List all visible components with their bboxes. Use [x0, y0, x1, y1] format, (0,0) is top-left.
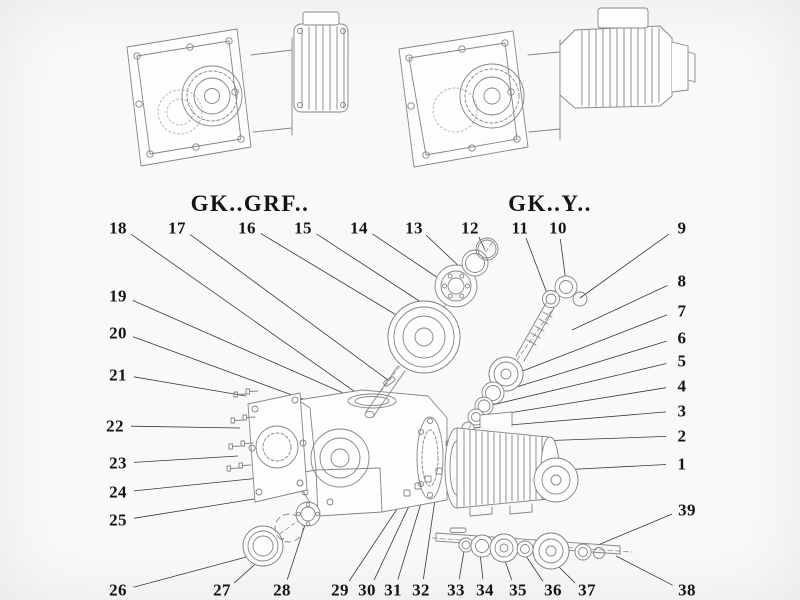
output-gear-train-drawing	[364, 237, 499, 419]
callout-number-15: 15	[294, 218, 312, 238]
input-pinion-train-drawing	[461, 275, 588, 435]
callout-number-9: 9	[677, 218, 687, 238]
gearbox-y-drawing	[398, 7, 696, 168]
callout-number-34: 34	[476, 580, 494, 600]
callout-number-7: 7	[677, 301, 687, 321]
housing-drawing	[292, 389, 448, 517]
callout-number-20: 20	[109, 323, 127, 343]
callout-number-5: 5	[677, 351, 687, 371]
callout-number-1: 1	[677, 454, 687, 474]
callout-number-23: 23	[109, 453, 127, 473]
callout-number-30: 30	[358, 580, 376, 600]
callout-number-35: 35	[509, 580, 527, 600]
variant-title-gk-y: GK..Y..	[508, 191, 592, 216]
callout-number-10: 10	[549, 218, 567, 238]
callout-number-39: 39	[678, 500, 696, 520]
output-shaft-assembly-drawing	[435, 527, 621, 570]
flange-screws-drawing	[226, 388, 259, 472]
output-rings-drawing	[242, 501, 321, 567]
callout-number-11: 11	[511, 218, 529, 238]
flange-plate-drawing	[226, 388, 308, 503]
callout-number-14: 14	[350, 218, 368, 238]
callout-number-12: 12	[461, 218, 479, 238]
variant-title-gk-grf: GK..GRF..	[190, 191, 310, 216]
callout-number-37: 37	[578, 580, 596, 600]
callout-number-22: 22	[106, 416, 124, 436]
callout-number-36: 36	[544, 580, 562, 600]
callout-number-29: 29	[331, 580, 349, 600]
callout-number-19: 19	[109, 286, 127, 306]
callout-number-32: 32	[412, 580, 430, 600]
exploded-view-drawing	[226, 237, 633, 570]
callout-number-28: 28	[273, 580, 291, 600]
callout-number-6: 6	[677, 328, 687, 348]
callout-number-2: 2	[677, 426, 687, 446]
gearbox-grf-drawing	[126, 11, 349, 167]
callout-number-4: 4	[677, 376, 687, 396]
callout-number-31: 31	[384, 580, 402, 600]
callout-number-38: 38	[678, 580, 696, 600]
callout-number-21: 21	[109, 365, 127, 385]
callout-number-26: 26	[109, 580, 127, 600]
callout-number-18: 18	[109, 218, 127, 238]
callout-number-17: 17	[168, 218, 186, 238]
callout-number-25: 25	[109, 510, 127, 530]
callout-number-24: 24	[109, 482, 127, 502]
callout-number-3: 3	[677, 401, 687, 421]
callout-number-13: 13	[405, 218, 423, 238]
callout-number-33: 33	[447, 580, 465, 600]
callout-number-27: 27	[213, 580, 231, 600]
motor-drawing	[444, 411, 579, 517]
callout-number-8: 8	[677, 271, 687, 291]
callout-number-16: 16	[238, 218, 256, 238]
